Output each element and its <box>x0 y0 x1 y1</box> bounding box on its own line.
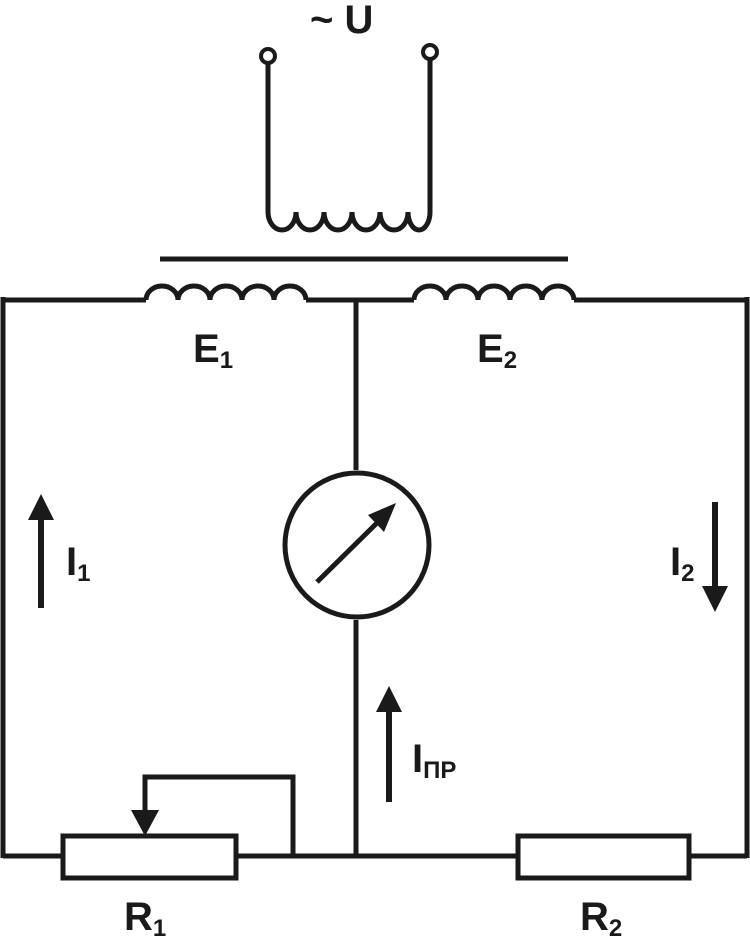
label-i2: I2 <box>670 540 694 587</box>
resistor-r1 <box>60 833 239 881</box>
primary-winding <box>265 59 433 233</box>
meter <box>282 470 432 620</box>
arrow-i2 <box>702 502 728 612</box>
terminal-left <box>259 47 277 65</box>
label-e1: E1 <box>193 327 233 374</box>
label-e2: E2 <box>477 327 517 374</box>
meter-needle <box>315 518 382 584</box>
arrow-i1 <box>28 494 54 608</box>
label-i1: I1 <box>66 540 90 587</box>
meter-needle-arrowhead <box>368 503 396 532</box>
top-rail <box>3 283 747 303</box>
label-ipr: IПР <box>412 737 456 784</box>
resistor-r2 <box>515 833 692 881</box>
terminal-right <box>421 43 439 61</box>
arrow-ipr <box>376 686 402 802</box>
winding-e2 <box>411 283 577 301</box>
source-label: ~ U <box>310 0 373 42</box>
label-r1: R1 <box>124 895 166 942</box>
ac-source <box>259 43 439 233</box>
winding-e1 <box>143 283 309 301</box>
rheostat-slider <box>131 774 296 856</box>
slider-arrowhead <box>131 810 159 836</box>
label-r2: R2 <box>580 895 622 942</box>
